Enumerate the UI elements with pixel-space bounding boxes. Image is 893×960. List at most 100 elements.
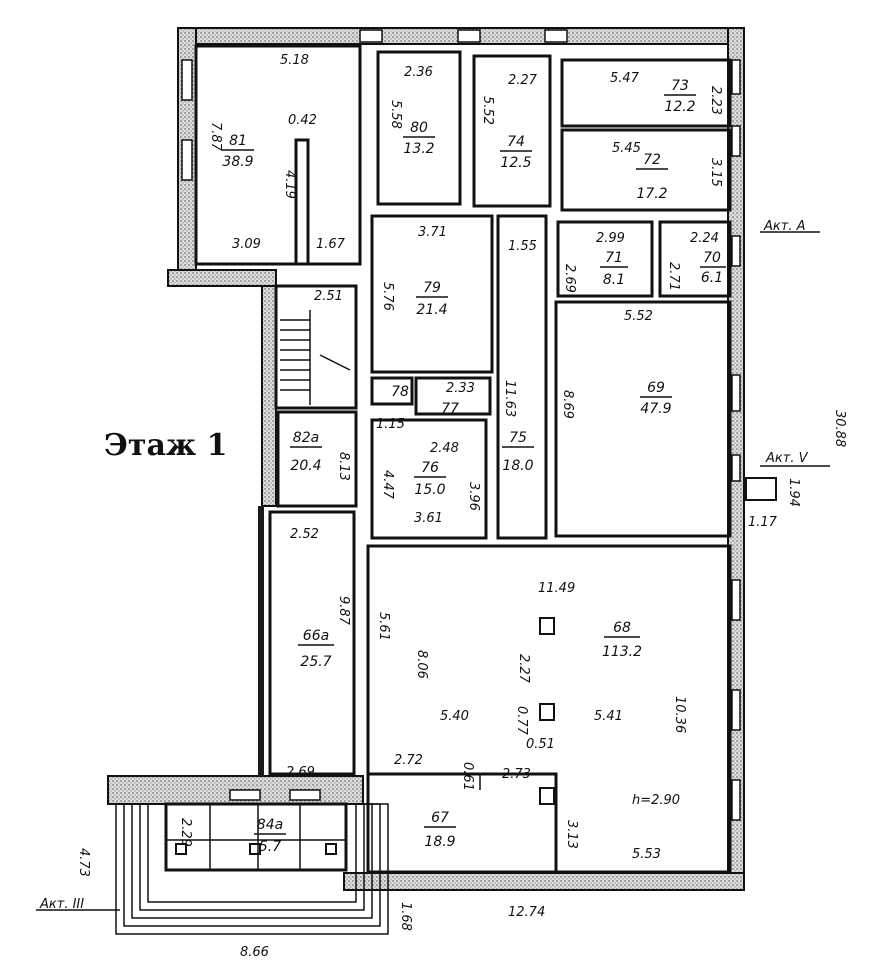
dimension-label: 3.96	[466, 482, 481, 511]
room-76: 76 15.0	[414, 460, 446, 498]
dimension-label: 0.61	[460, 762, 475, 791]
dimension-label: 1.17	[748, 515, 778, 530]
room-73: 73 12.2	[664, 78, 696, 115]
dimension-label: 5.52	[480, 96, 495, 125]
room-number: 81	[229, 133, 247, 149]
dimension-label: 2.69	[286, 765, 315, 780]
dimension-label: 5.76	[380, 282, 395, 311]
dimension-label: 0.42	[288, 113, 317, 128]
dimension-label: 3.15	[708, 158, 723, 187]
dimension-label: 4.47	[380, 470, 395, 500]
dimension-label: 2.52	[290, 527, 319, 542]
room-71: 71 8.1	[600, 250, 628, 288]
room-number: 71	[605, 250, 623, 266]
room-69: 69 47.9	[640, 380, 672, 417]
dimension-label: 2.72	[394, 753, 423, 768]
dimension-label: 2.24	[690, 231, 719, 246]
dimension-label: 3.61	[414, 511, 443, 526]
room-70: 70 6.1	[700, 250, 726, 286]
room-area: 5.7	[259, 839, 281, 855]
room-78: 78	[391, 384, 409, 400]
room-number: 73	[671, 78, 689, 94]
dimension-label: 1.94	[786, 478, 801, 507]
dimension-label: 2.71	[666, 262, 681, 291]
room-67: 67 18.9	[424, 810, 456, 850]
room-number: 68	[613, 620, 631, 636]
dimension-label: h=2.90	[632, 793, 680, 808]
room-area: 18.0	[502, 458, 533, 474]
room-number: 67	[431, 810, 449, 826]
room-79: 79 21.4	[416, 280, 448, 318]
dimension-label: 10.36	[672, 696, 687, 733]
dimension-label: 5.53	[632, 847, 661, 862]
room-area: 18.9	[424, 834, 455, 850]
windows	[181, 29, 741, 821]
dimension-label: 5.47	[610, 71, 640, 86]
room-number: 76	[421, 460, 439, 476]
room-number: 82а	[293, 430, 319, 446]
dimension-label: 4.19	[282, 170, 297, 199]
room-area: 13.2	[403, 141, 434, 157]
room-77: 77	[441, 401, 459, 417]
dimension-label: 0.51	[526, 737, 555, 752]
room-number: 66а	[303, 628, 329, 644]
dimension-label: 11.49	[538, 581, 575, 596]
dimension-label: 5.61	[376, 612, 391, 641]
room-81: 81 38.9	[222, 133, 254, 170]
room-area: 17.2	[636, 186, 667, 202]
room-66a: 66а 25.7	[298, 628, 334, 670]
room-area: 113.2	[602, 644, 642, 660]
dimension-label: 9.87	[336, 596, 351, 626]
room-82a: 82а 20.4	[290, 430, 322, 474]
dimension-label: 3.71	[418, 225, 447, 240]
room-number: 78	[391, 384, 409, 400]
room-72: 72 17.2	[636, 152, 668, 202]
dimension-label: 3.13	[564, 820, 579, 849]
room-number: 80	[410, 120, 428, 136]
dimension-label: 5.52	[624, 309, 653, 324]
dimension-label: 2.51	[314, 289, 343, 304]
room-number: 74	[507, 134, 525, 150]
room-number: 72	[643, 152, 661, 168]
dimension-label: 2.69	[562, 264, 577, 293]
dimension-label: 2.99	[596, 231, 625, 246]
dimension-label: 8.13	[336, 452, 351, 481]
room-68: 68 113.2	[602, 620, 642, 660]
dimension-label: 5.58	[388, 100, 403, 129]
room-number: 70	[703, 250, 721, 266]
room-number: 84а	[257, 817, 283, 833]
dimension-label: 2.23	[708, 86, 723, 115]
dimension-label: 5.41	[594, 709, 623, 724]
stair-icon	[280, 310, 351, 405]
dimension-label: 30.88	[832, 410, 847, 447]
room-number: 77	[441, 401, 459, 417]
room-area: 25.7	[300, 654, 331, 670]
dimension-label: 2.27	[516, 654, 531, 684]
room-area: 8.1	[603, 272, 625, 288]
dimension-label: 1.55	[508, 239, 537, 254]
axis-label-iii: Акт. III	[39, 897, 84, 912]
dimension-label: 2.48	[430, 441, 459, 456]
dimension-label: 1.68	[398, 902, 413, 931]
room-number: 69	[647, 380, 665, 396]
room-area: 6.1	[701, 270, 723, 286]
room-area: 12.2	[664, 99, 695, 115]
dimension-label: 7.87	[208, 122, 223, 152]
dimension-label: 2.36	[404, 65, 433, 80]
room-74: 74 12.5	[500, 134, 532, 171]
room-area: 15.0	[414, 482, 445, 498]
dimension-label: 2.29	[178, 818, 193, 847]
room-80: 80 13.2	[403, 120, 435, 157]
dimension-label: 5.40	[440, 709, 469, 724]
dimension-label: 8.69	[560, 390, 575, 419]
dimension-label: 3.09	[232, 237, 261, 252]
dimension-label: 5.45	[612, 141, 641, 156]
dimension-label: 4.73	[76, 848, 91, 877]
dimension-label: 2.73	[502, 767, 531, 782]
room-number: 75	[509, 430, 527, 446]
room-area: 47.9	[640, 401, 671, 417]
dimension-label: 0.77	[514, 706, 529, 736]
room-area: 21.4	[416, 302, 447, 318]
room-area: 38.9	[222, 154, 253, 170]
